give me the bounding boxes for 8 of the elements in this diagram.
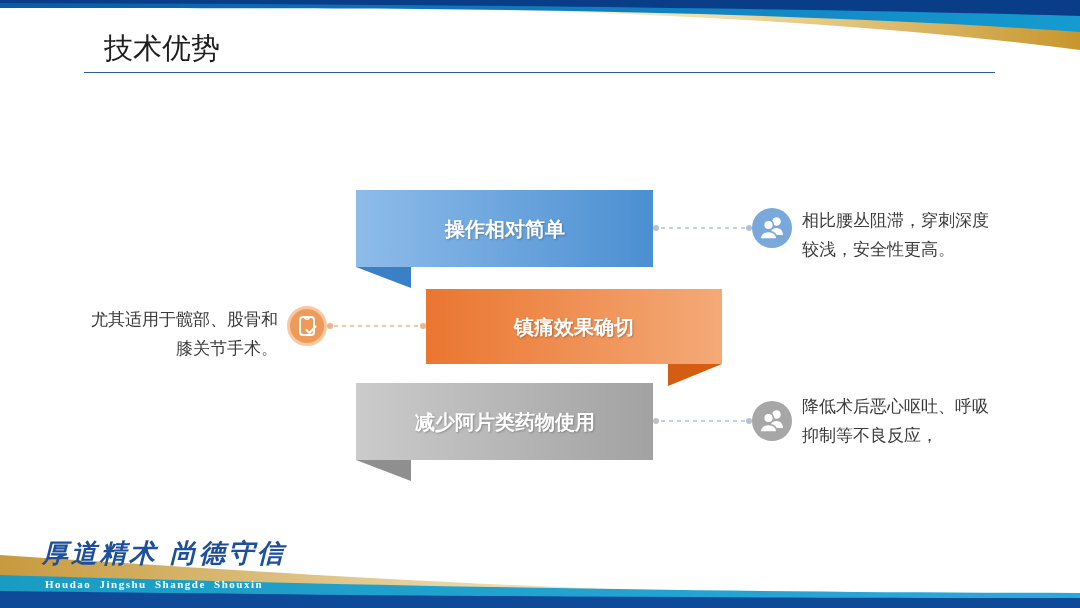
description-text: 尤其适用于髋部、股骨和膝关节手术。 xyxy=(90,308,278,360)
dotted-connector xyxy=(652,225,753,231)
dotted-connector xyxy=(652,418,753,424)
slide-title: 技术优势 xyxy=(104,30,220,67)
description-text: 相比腰丛阻滞，穿刺深度较浅，安全性更高。 xyxy=(802,209,990,261)
pinyin-text: Houdao Jingshu Shangde Shouxin xyxy=(45,577,264,591)
dotted-connector xyxy=(326,323,427,329)
description-text: 降低术后恶心呕吐、呼吸抑制等不良反应， xyxy=(802,395,990,447)
